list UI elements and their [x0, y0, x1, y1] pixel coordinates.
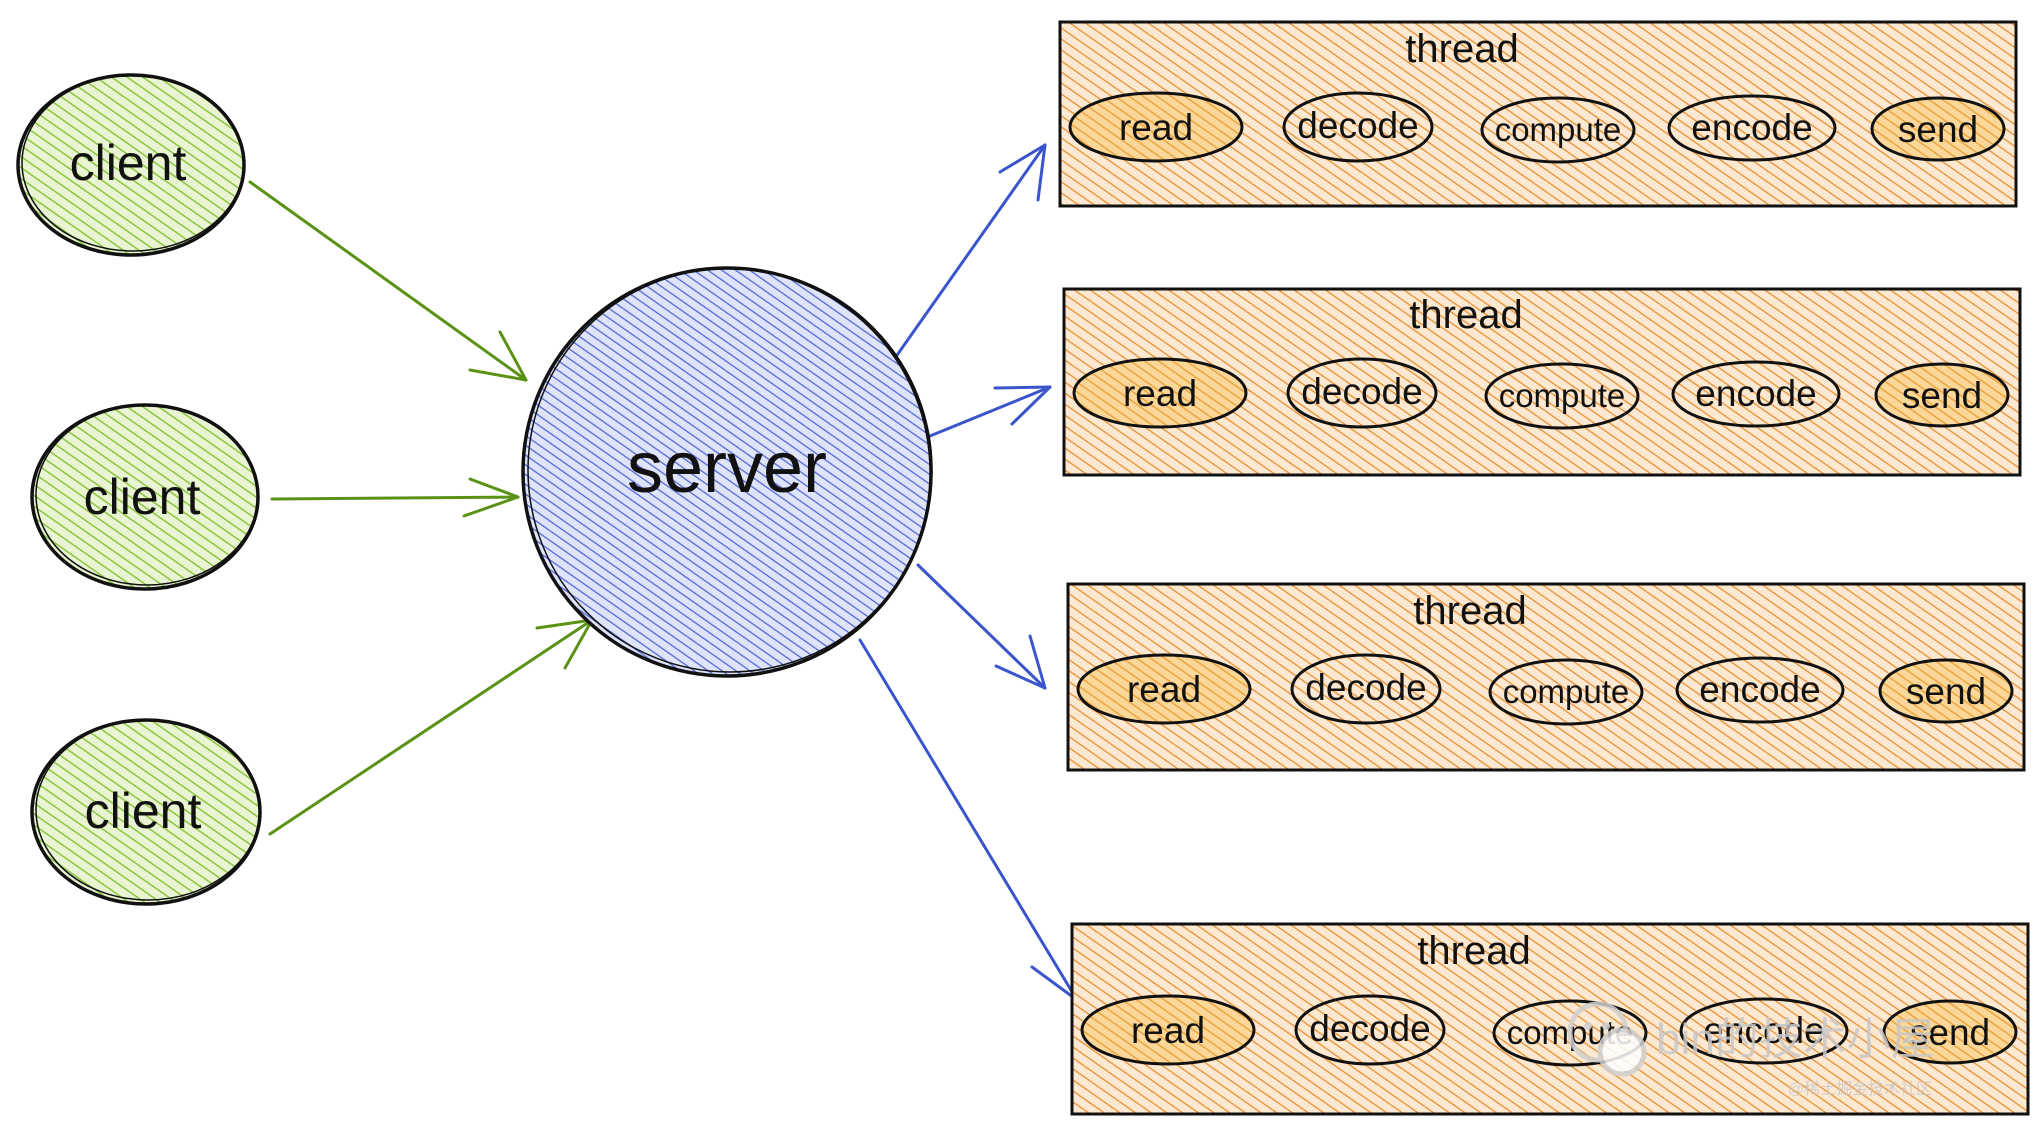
thread-box-1: thread read decode compute encode send	[1058, 20, 2018, 208]
step-decode: decode	[1290, 653, 1442, 725]
step-label: decode	[1309, 1008, 1430, 1049]
threads: thread read decode compute encode send	[1058, 20, 2030, 1116]
client-label: client	[84, 469, 201, 525]
step-compute: compute	[1488, 658, 1644, 726]
step-decode: decode	[1294, 994, 1446, 1066]
step-label: encode	[1699, 669, 1820, 710]
step-label: read	[1119, 107, 1193, 148]
client-node-3: client	[30, 718, 262, 906]
step-label: read	[1131, 1010, 1205, 1051]
client-node-1: client	[16, 73, 246, 257]
step-encode: encode	[1667, 94, 1837, 162]
server-arrows	[858, 143, 1079, 1002]
arrow-client-2-to-server	[270, 477, 520, 518]
step-label: send	[1902, 375, 1982, 416]
step-read: read	[1076, 653, 1252, 725]
step-label: send	[1910, 1012, 1990, 1053]
step-label: decode	[1301, 371, 1422, 412]
clients: client client client	[16, 73, 262, 906]
step-label: encode	[1691, 107, 1812, 148]
step-read: read	[1068, 91, 1244, 163]
thread-box-4: thread read decode compute encode send	[1070, 922, 2030, 1116]
step-label: read	[1123, 373, 1197, 414]
step-send: send	[1874, 362, 2010, 428]
step-decode: decode	[1286, 357, 1438, 429]
arrow-server-to-thread-2	[928, 385, 1052, 438]
thread-box-2: thread read decode compute encode send	[1062, 287, 2022, 477]
wechat-icon	[1567, 1001, 1647, 1077]
step-encode: encode	[1679, 997, 1849, 1065]
watermark: bin的技术小屋 @稀土掘金技术社区	[1567, 1001, 1935, 1098]
thread-title: thread	[1413, 589, 1526, 633]
step-label: read	[1127, 669, 1201, 710]
thread-title: thread	[1405, 27, 1518, 71]
step-label: compute	[1499, 377, 1626, 414]
step-send: send	[1870, 96, 2006, 162]
watermark-subtext: @稀土掘金技术社区	[1788, 1080, 1932, 1098]
step-label: send	[1898, 109, 1978, 150]
step-label: compute	[1503, 673, 1630, 710]
step-label: send	[1906, 671, 1986, 712]
thread-box-3: thread read decode compute encode send	[1066, 582, 2026, 772]
arrow-server-to-thread-3	[916, 563, 1047, 690]
step-encode: encode	[1675, 656, 1845, 724]
step-decode: decode	[1282, 91, 1434, 163]
step-label: compute	[1495, 111, 1622, 148]
step-label: decode	[1305, 667, 1426, 708]
client-label: client	[85, 783, 202, 839]
client-label: client	[70, 135, 187, 191]
step-label: decode	[1297, 105, 1418, 146]
step-send: send	[1878, 658, 2014, 724]
server-node: server	[521, 266, 933, 678]
step-compute: compute	[1480, 96, 1636, 164]
step-encode: encode	[1671, 360, 1841, 428]
client-node-2: client	[30, 403, 260, 591]
thread-title: thread	[1417, 929, 1530, 973]
client-arrows	[248, 180, 594, 836]
server-label: server	[627, 428, 827, 508]
watermark-text: bin的技术小屋	[1656, 1015, 1935, 1064]
step-read: read	[1080, 994, 1256, 1066]
arrow-client-3-to-server	[268, 618, 594, 836]
step-read: read	[1072, 357, 1248, 429]
step-send: send	[1882, 999, 2018, 1065]
thread-title: thread	[1409, 293, 1522, 337]
arrow-server-to-thread-4	[858, 638, 1079, 1002]
step-label: encode	[1703, 1010, 1824, 1051]
arrow-client-1-to-server	[248, 180, 528, 382]
step-compute: compute	[1484, 362, 1640, 430]
arrow-server-to-thread-1	[893, 143, 1047, 360]
step-label: encode	[1695, 373, 1816, 414]
